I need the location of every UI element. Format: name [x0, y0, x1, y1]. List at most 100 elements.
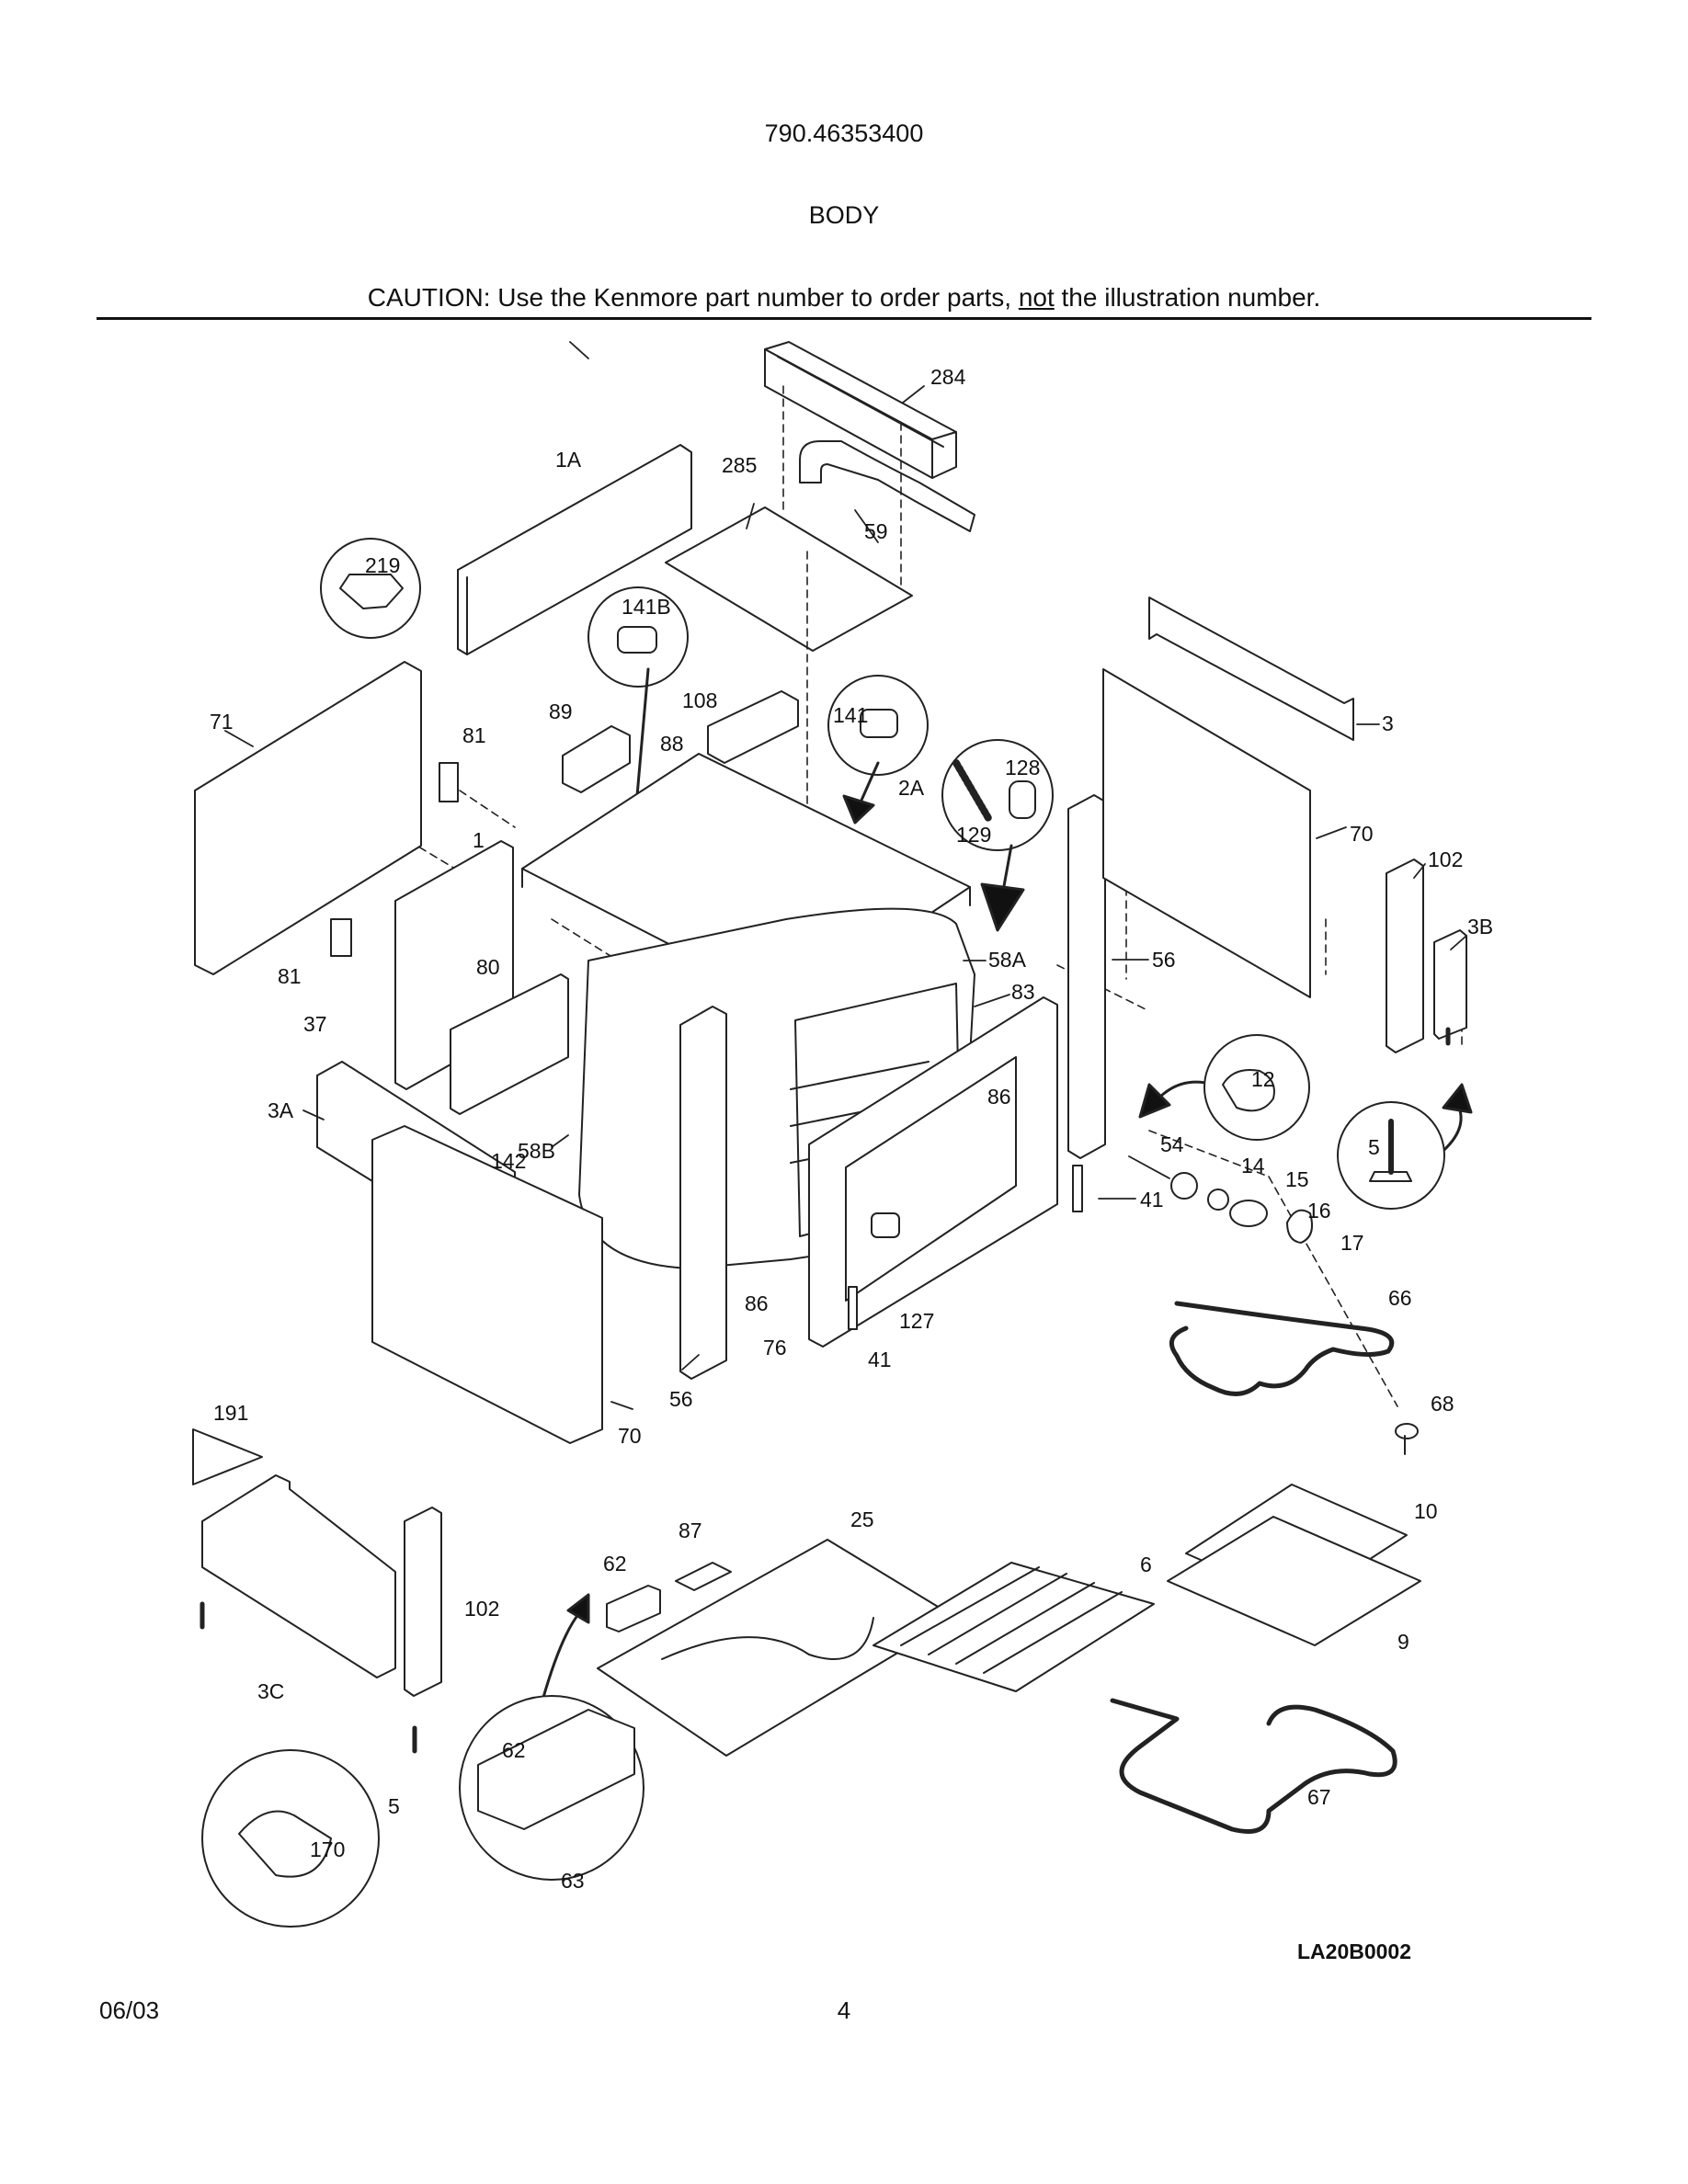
callout-86-frame: 86 [987, 1085, 1011, 1109]
inset-129-128 [941, 739, 1054, 851]
part-62-terminal-block [606, 1585, 661, 1632]
callout-37: 37 [303, 1012, 327, 1036]
callout-284: 284 [930, 365, 966, 389]
callout-81-lower: 81 [278, 964, 302, 988]
callout-141: 141 [833, 703, 868, 727]
callout-71: 71 [210, 710, 234, 734]
callout-76: 76 [763, 1336, 787, 1359]
callout-14: 14 [1241, 1154, 1265, 1177]
inset-219 [320, 538, 421, 639]
callout-63: 63 [561, 1869, 585, 1893]
part-1A-rear-bracket [457, 444, 692, 655]
caution-emphasis: not [1018, 283, 1055, 312]
callout-88: 88 [660, 732, 684, 756]
part-41-bar-lower [848, 1286, 858, 1330]
callout-67: 67 [1307, 1785, 1331, 1809]
inset-170 [201, 1749, 380, 1928]
callout-87: 87 [679, 1519, 702, 1542]
callout-83: 83 [1011, 980, 1035, 1004]
callout-80: 80 [476, 955, 500, 979]
callout-15: 15 [1285, 1167, 1309, 1191]
part-284-top-channel [764, 341, 957, 479]
callout-66: 66 [1388, 1286, 1412, 1310]
section-title: BODY [808, 201, 880, 229]
caution-prefix: CAUTION: Use the Kenmore part number to … [367, 283, 1019, 312]
part-89-fan-motor [562, 725, 631, 793]
callout-3A: 3A [268, 1098, 294, 1122]
callout-6: 6 [1140, 1553, 1152, 1576]
callout-16: 16 [1307, 1199, 1331, 1223]
oven-light-assembly [1170, 1172, 1313, 1244]
callout-54: 54 [1160, 1132, 1184, 1156]
part-66-broil-element [1169, 1301, 1395, 1396]
callout-12: 12 [1251, 1067, 1275, 1091]
callout-56-right: 56 [1152, 948, 1176, 972]
callout-86-lower: 86 [745, 1291, 769, 1315]
callout-141B: 141B [622, 595, 671, 619]
callout-10: 10 [1414, 1499, 1438, 1523]
inset-62-63 [459, 1695, 644, 1881]
part-70-right-panel [1102, 668, 1311, 998]
callout-3: 3 [1382, 711, 1394, 735]
callout-62-main: 62 [603, 1552, 627, 1575]
callout-170: 170 [310, 1837, 345, 1861]
header-rule [97, 317, 1591, 320]
inset-141B [587, 586, 689, 688]
callout-59: 59 [864, 519, 888, 543]
part-9-broil-pan [1167, 1516, 1421, 1646]
callout-285: 285 [722, 453, 757, 477]
callout-70-left: 70 [618, 1424, 642, 1448]
callout-68: 68 [1431, 1392, 1454, 1416]
part-3B-bracket [1433, 929, 1467, 1040]
callout-219: 219 [365, 553, 400, 577]
callout-labels: 284 1A 285 59 219 141B 108 141 71 81 89 … [210, 365, 1493, 1893]
callout-41-right: 41 [1140, 1188, 1164, 1211]
part-191 [192, 1428, 263, 1485]
callout-1: 1 [473, 828, 485, 852]
callout-25: 25 [850, 1507, 874, 1531]
caution-suffix: the illustration number. [1054, 283, 1321, 312]
part-285-insulation-panel [665, 506, 913, 652]
callout-leader-lines [224, 341, 1467, 1410]
callout-102-left: 102 [464, 1597, 499, 1621]
callout-70-right: 70 [1350, 822, 1374, 846]
leveling-legs [200, 1027, 1451, 1754]
part-3C-bracket [201, 1474, 442, 1697]
part-56-pillar-right [1067, 794, 1106, 1159]
part-41-bar-right [1072, 1165, 1083, 1212]
part-108-box [707, 690, 799, 764]
callout-5-lower: 5 [388, 1794, 400, 1818]
part-102-bracket-right [1386, 859, 1424, 1053]
inset-12 [1203, 1034, 1310, 1141]
callout-142: 142 [491, 1149, 526, 1173]
callout-102-right: 102 [1428, 847, 1463, 871]
callout-3B: 3B [1467, 915, 1493, 938]
callout-128: 128 [1005, 756, 1040, 779]
part-68-clip [1395, 1423, 1419, 1455]
page-number: 4 [837, 1996, 851, 2024]
part-59-duct [799, 440, 975, 532]
part-81-clip-upper [439, 762, 459, 802]
callout-56-left: 56 [669, 1387, 693, 1411]
part-6-oven-rack [873, 1562, 1155, 1692]
model-number: 790.46353400 [764, 119, 924, 147]
callout-129: 129 [956, 823, 991, 847]
callout-89: 89 [549, 700, 573, 723]
callout-2A: 2A [898, 776, 925, 800]
part-70-left-panel [371, 1125, 603, 1444]
footer-date: 06/03 [99, 1996, 160, 2024]
part-71-side-panel [194, 661, 422, 975]
callout-127: 127 [899, 1309, 934, 1333]
part-81-clip-lower [330, 918, 352, 957]
callout-17: 17 [1340, 1231, 1364, 1255]
diagram-reference-code: LA20B0002 [1297, 1939, 1412, 1963]
callout-62-inset: 62 [502, 1738, 526, 1762]
inset-5-leveler [1337, 1101, 1445, 1210]
callout-81-upper: 81 [462, 723, 486, 747]
part-127 [871, 1212, 900, 1238]
callout-41-lower: 41 [868, 1348, 892, 1371]
callout-1A: 1A [555, 448, 582, 472]
inset-141 [827, 675, 929, 776]
callout-58B: 58B [518, 1139, 555, 1163]
